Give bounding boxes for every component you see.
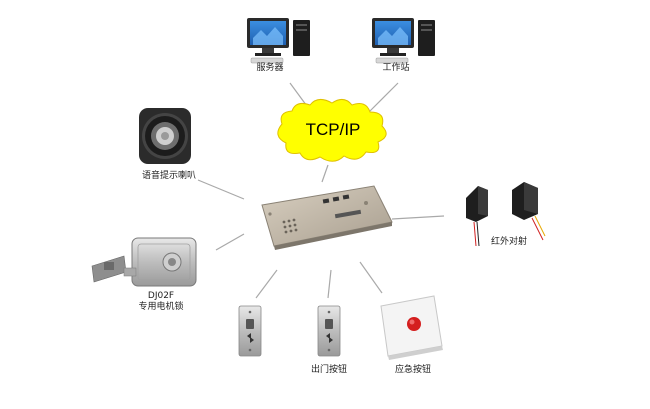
- workstation-computer-icon: [372, 18, 435, 63]
- connector-exitbtn1-controller: [256, 270, 277, 298]
- emergency-button-icon: [381, 296, 443, 360]
- connector-emergency-controller: [360, 262, 382, 293]
- exit-button-label: 出门按钮: [306, 365, 352, 376]
- connector-lock-controller: [216, 234, 244, 250]
- ir-sensor-label: 红外对射: [486, 237, 532, 248]
- server-computer-icon: [247, 18, 310, 63]
- exit-button-1-icon: [239, 306, 261, 356]
- speaker-label: 语音提示喇叭: [132, 171, 206, 182]
- lock-icon: [92, 238, 196, 286]
- lock-label-desc: 专用电机锁: [130, 302, 192, 313]
- tcpip-hub-label: TCP/IP: [290, 120, 376, 140]
- lock-label-model: DJ02F: [134, 291, 188, 302]
- connector-workstation-hub: [368, 83, 398, 113]
- exit-button-2-icon: [318, 306, 340, 356]
- speaker-icon: [139, 108, 191, 164]
- connector-ir-controller: [392, 216, 444, 219]
- server-label: 服务器: [248, 63, 292, 74]
- connector-hub-controller: [322, 165, 328, 182]
- workstation-label: 工作站: [374, 63, 418, 74]
- connector-exitbtn2-controller: [328, 270, 331, 298]
- connector-speaker-controller: [198, 180, 244, 199]
- controller-board-icon: [262, 186, 392, 250]
- emergency-button-label: 应急按钮: [390, 365, 436, 376]
